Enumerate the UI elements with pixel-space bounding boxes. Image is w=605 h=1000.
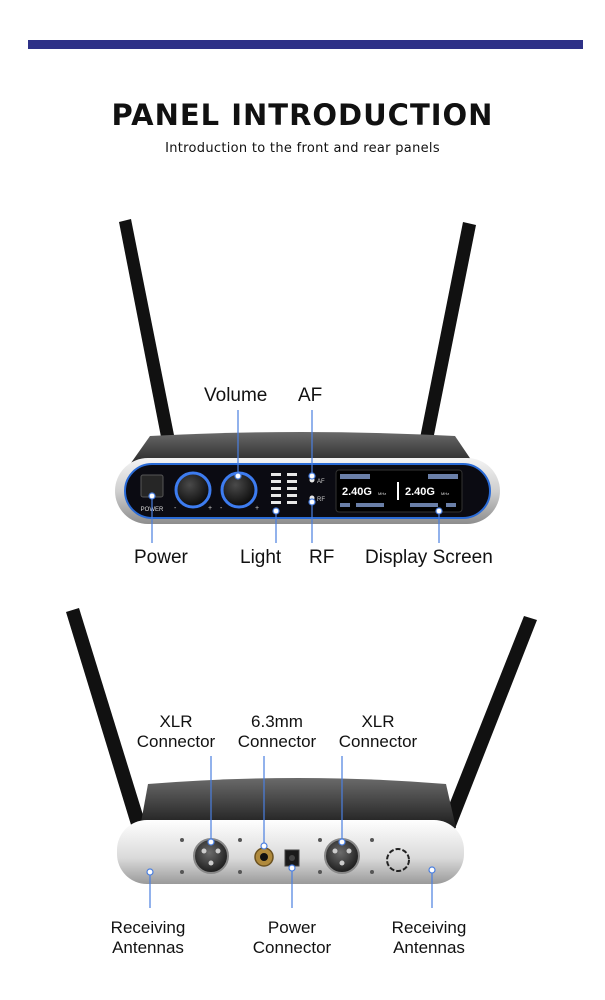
rear-vent [386, 848, 410, 872]
rf-indicator-text: RF [317, 497, 325, 503]
front-receiver-body: POWER - + - + AF RF 2.40 [115, 432, 500, 524]
label-antenna-right: Receiving Antennas [391, 918, 467, 957]
front-callout-lines [148, 410, 443, 543]
display-screen: 2.40G MHz 2.40G MHz [335, 469, 463, 513]
label-xlr-right: XLR Connector [338, 712, 418, 751]
svg-text:MHz: MHz [441, 491, 449, 496]
label-rf: RF [309, 547, 335, 568]
power-connector [284, 849, 300, 867]
front-antenna-left [119, 219, 175, 442]
rear-antenna-left [66, 608, 160, 874]
label-power: Power [134, 547, 188, 568]
svg-text:-: - [220, 505, 223, 512]
svg-text:MHz: MHz [378, 491, 386, 496]
page-title: PANEL INTRODUCTION [111, 98, 494, 132]
label-display-screen: Display Screen [365, 547, 493, 568]
volume-knob-left [174, 471, 212, 509]
label-volume: Volume [204, 385, 268, 406]
rear-receiver-body [117, 778, 464, 884]
svg-text:+: + [208, 505, 212, 512]
jack-6-3mm [254, 847, 274, 867]
svg-text:-: - [174, 505, 177, 512]
rear-antenna-right [424, 616, 537, 872]
header-accent-bar [28, 40, 583, 49]
front-antenna-right [420, 222, 476, 440]
label-xlr-left: XLR Connector [136, 712, 216, 751]
rear-callout-lines [146, 756, 436, 908]
screen-freq-left: 2.40G [342, 486, 372, 498]
label-antenna-left: Receiving Antennas [110, 918, 186, 957]
label-power-connector: Power Connector [252, 918, 332, 957]
level-lights [271, 473, 297, 504]
label-af: AF [298, 385, 323, 406]
screen-freq-right: 2.40G [405, 486, 435, 498]
page-subtitle: Introduction to the front and rear panel… [165, 141, 440, 156]
af-indicator-text: AF [317, 479, 325, 485]
svg-text:+: + [255, 505, 259, 512]
label-jack: 6.3mm Connector [237, 712, 317, 751]
label-light: Light [240, 547, 282, 568]
